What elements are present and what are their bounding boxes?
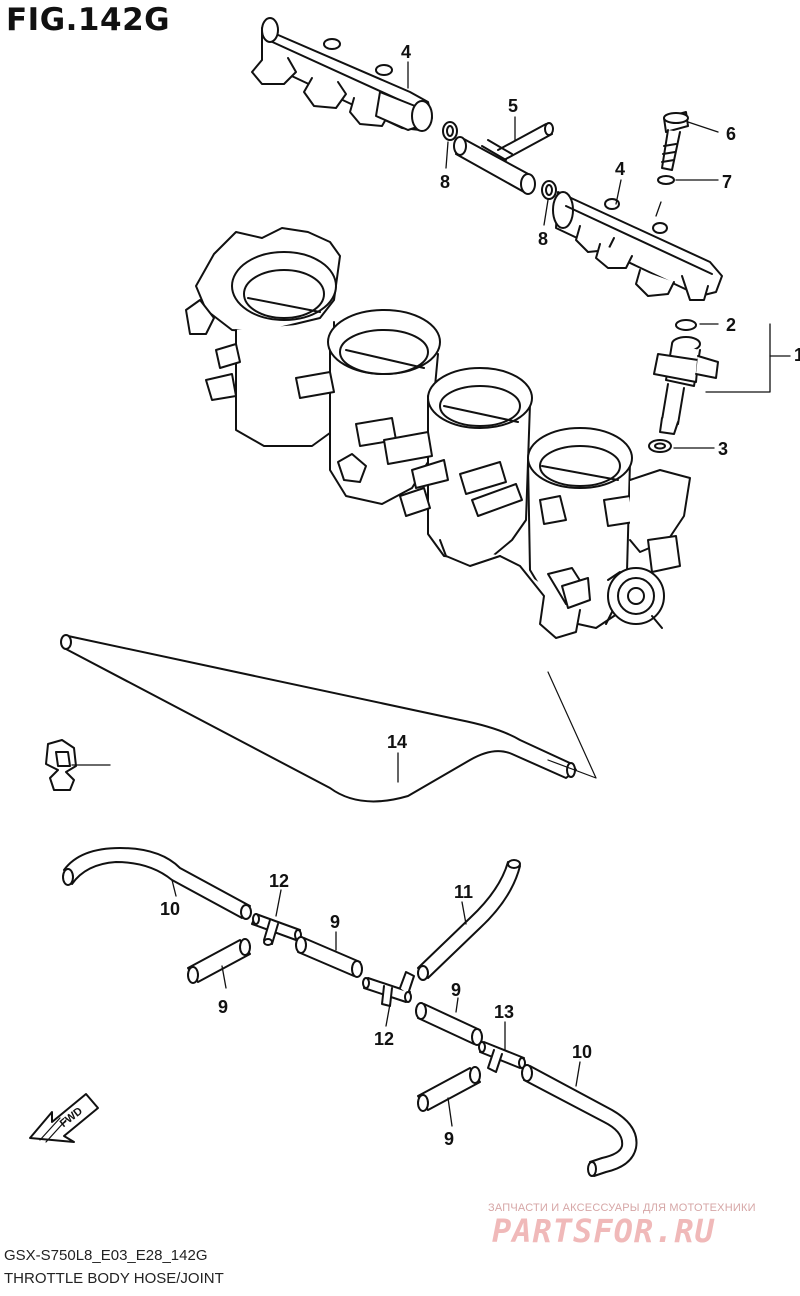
washer-7 (657, 175, 675, 185)
callout-11: 11 (454, 882, 473, 902)
throttle-body-assembly (185, 227, 691, 639)
hose-13 (60, 634, 577, 803)
callout-9-b: 9 (330, 912, 340, 932)
o-ring-2 (675, 319, 697, 331)
callout-7: 7 (722, 172, 732, 192)
hose-9-b (295, 936, 363, 978)
watermark-tagline: ЗАПЧАСТИ И АКСЕССУАРЫ ДЛЯ МОТОТЕХНИКИ (488, 1202, 756, 1214)
callout-labels: 1 2 3 4 4 5 6 7 8 8 9 9 9 9 10 10 11 12 … (58, 42, 800, 1149)
callout-9-d: 9 (444, 1129, 454, 1149)
callout-9-a: 9 (218, 997, 228, 1017)
fuel-delivery-pipe-upper (251, 17, 433, 132)
callout-6: 6 (726, 124, 736, 144)
callout-12-upper: 12 (269, 871, 289, 891)
callout-1: 1 (794, 345, 800, 365)
callout-13: 14 (387, 732, 407, 752)
callout-5: 5 (508, 96, 518, 116)
hose-11 (417, 859, 521, 981)
clamp-14 (45, 739, 77, 791)
hose-9-c (415, 1002, 483, 1046)
callout-10-right: 10 (572, 1042, 592, 1062)
hose-10-left (62, 847, 252, 920)
callout-8-upper: 8 (440, 172, 450, 192)
figure-title: FIG.142G (6, 2, 171, 38)
t-joint-12-middle (362, 971, 415, 1007)
callout-12-lower: 13 (494, 1002, 514, 1022)
callout-2: 2 (726, 315, 736, 335)
footer-section-name: THROTTLE BODY HOSE/JOINT (4, 1270, 224, 1287)
t-joint-12-lower (478, 1041, 526, 1073)
bolt-6 (661, 111, 689, 171)
callout-10-left: 10 (160, 899, 180, 919)
callout-4-upper: 4 (401, 42, 411, 62)
watermark-logo: PARTSFOR.RU (492, 1212, 715, 1250)
fuel-joint-pipe (453, 122, 554, 195)
footer-model-code: GSX-S750L8_E03_E28_142G (4, 1247, 208, 1264)
fwd-arrow (29, 1093, 99, 1143)
callout-9-c: 9 (451, 980, 461, 1000)
hose-10-right (521, 1064, 638, 1177)
callout-4-lower: 4 (615, 159, 625, 179)
callout-3: 3 (718, 439, 728, 459)
hose-9-d (417, 1066, 481, 1112)
hose-9-a (187, 938, 251, 984)
fuel-injector (653, 336, 719, 435)
t-joint-12-upper (251, 913, 302, 946)
callout-12-middle: 12 (374, 1029, 394, 1049)
callout-8-lower: 8 (538, 229, 548, 249)
fuel-delivery-pipe-lower (552, 191, 723, 301)
